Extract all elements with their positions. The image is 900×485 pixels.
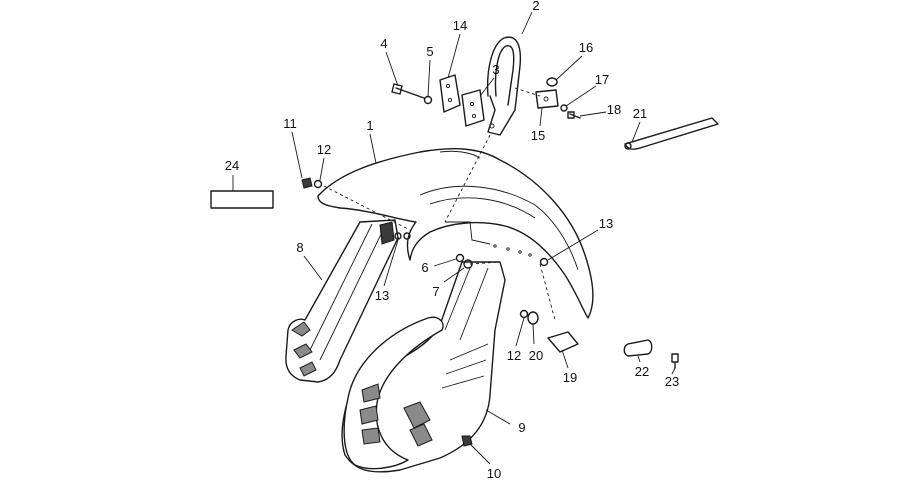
callout-9: 9: [518, 420, 525, 435]
callout-22: 22: [635, 364, 649, 379]
callout-18: 18: [607, 102, 621, 117]
washer: [423, 95, 433, 105]
callout-10: 10: [487, 466, 501, 481]
callout-19: 19: [563, 370, 577, 385]
callout-20: 20: [529, 348, 543, 363]
screw: [671, 353, 679, 369]
screw: [461, 435, 473, 447]
washer: [313, 179, 323, 189]
washer: [560, 104, 568, 112]
clamp-bush: [546, 77, 558, 87]
washer: [455, 253, 465, 263]
callout-12: 12: [317, 142, 331, 157]
leader-lines: [291, 11, 676, 465]
clamp-plate: [439, 74, 461, 113]
callout-labels: 1 2 3 4 5 6 7 8 9 10 11 12 12 13 13 14 1…: [225, 0, 679, 481]
callout-13-right: 13: [599, 216, 613, 231]
mudguard-bracket: [486, 36, 522, 136]
left-fork-cover: [285, 219, 399, 383]
right-fork-cover: [341, 261, 506, 473]
assembly-lines: [323, 87, 556, 321]
spacer: [539, 257, 549, 267]
cable-guide: [547, 331, 579, 353]
front-mudguard: [317, 148, 594, 319]
bolt: [391, 83, 425, 99]
callout-8: 8: [296, 240, 303, 255]
callout-24: 24: [225, 158, 239, 173]
callout-2: 2: [532, 0, 539, 13]
callout-6: 6: [421, 260, 428, 275]
callout-4: 4: [380, 36, 387, 51]
washer: [519, 309, 529, 319]
spacer: [394, 232, 411, 240]
callout-12-lower: 12: [507, 348, 521, 363]
plate: [623, 339, 653, 357]
cable-clamp: [535, 89, 559, 109]
bracket-plate: [461, 89, 485, 127]
reference-box: [210, 175, 274, 209]
screw: [301, 177, 313, 189]
nut: [527, 311, 539, 325]
callout-14: 14: [453, 18, 467, 33]
callout-1: 1: [366, 118, 373, 133]
callout-5: 5: [426, 44, 433, 59]
callout-23: 23: [665, 374, 679, 389]
callout-16: 16: [579, 40, 593, 55]
screw: [567, 111, 581, 119]
callout-13-left: 13: [375, 288, 389, 303]
callout-7: 7: [432, 284, 439, 299]
callout-17: 17: [595, 72, 609, 87]
cable-retainer: [624, 117, 719, 150]
callout-21: 21: [633, 106, 647, 121]
callout-3: 3: [492, 62, 499, 77]
callout-15: 15: [531, 128, 545, 143]
callout-11: 11: [283, 116, 297, 131]
